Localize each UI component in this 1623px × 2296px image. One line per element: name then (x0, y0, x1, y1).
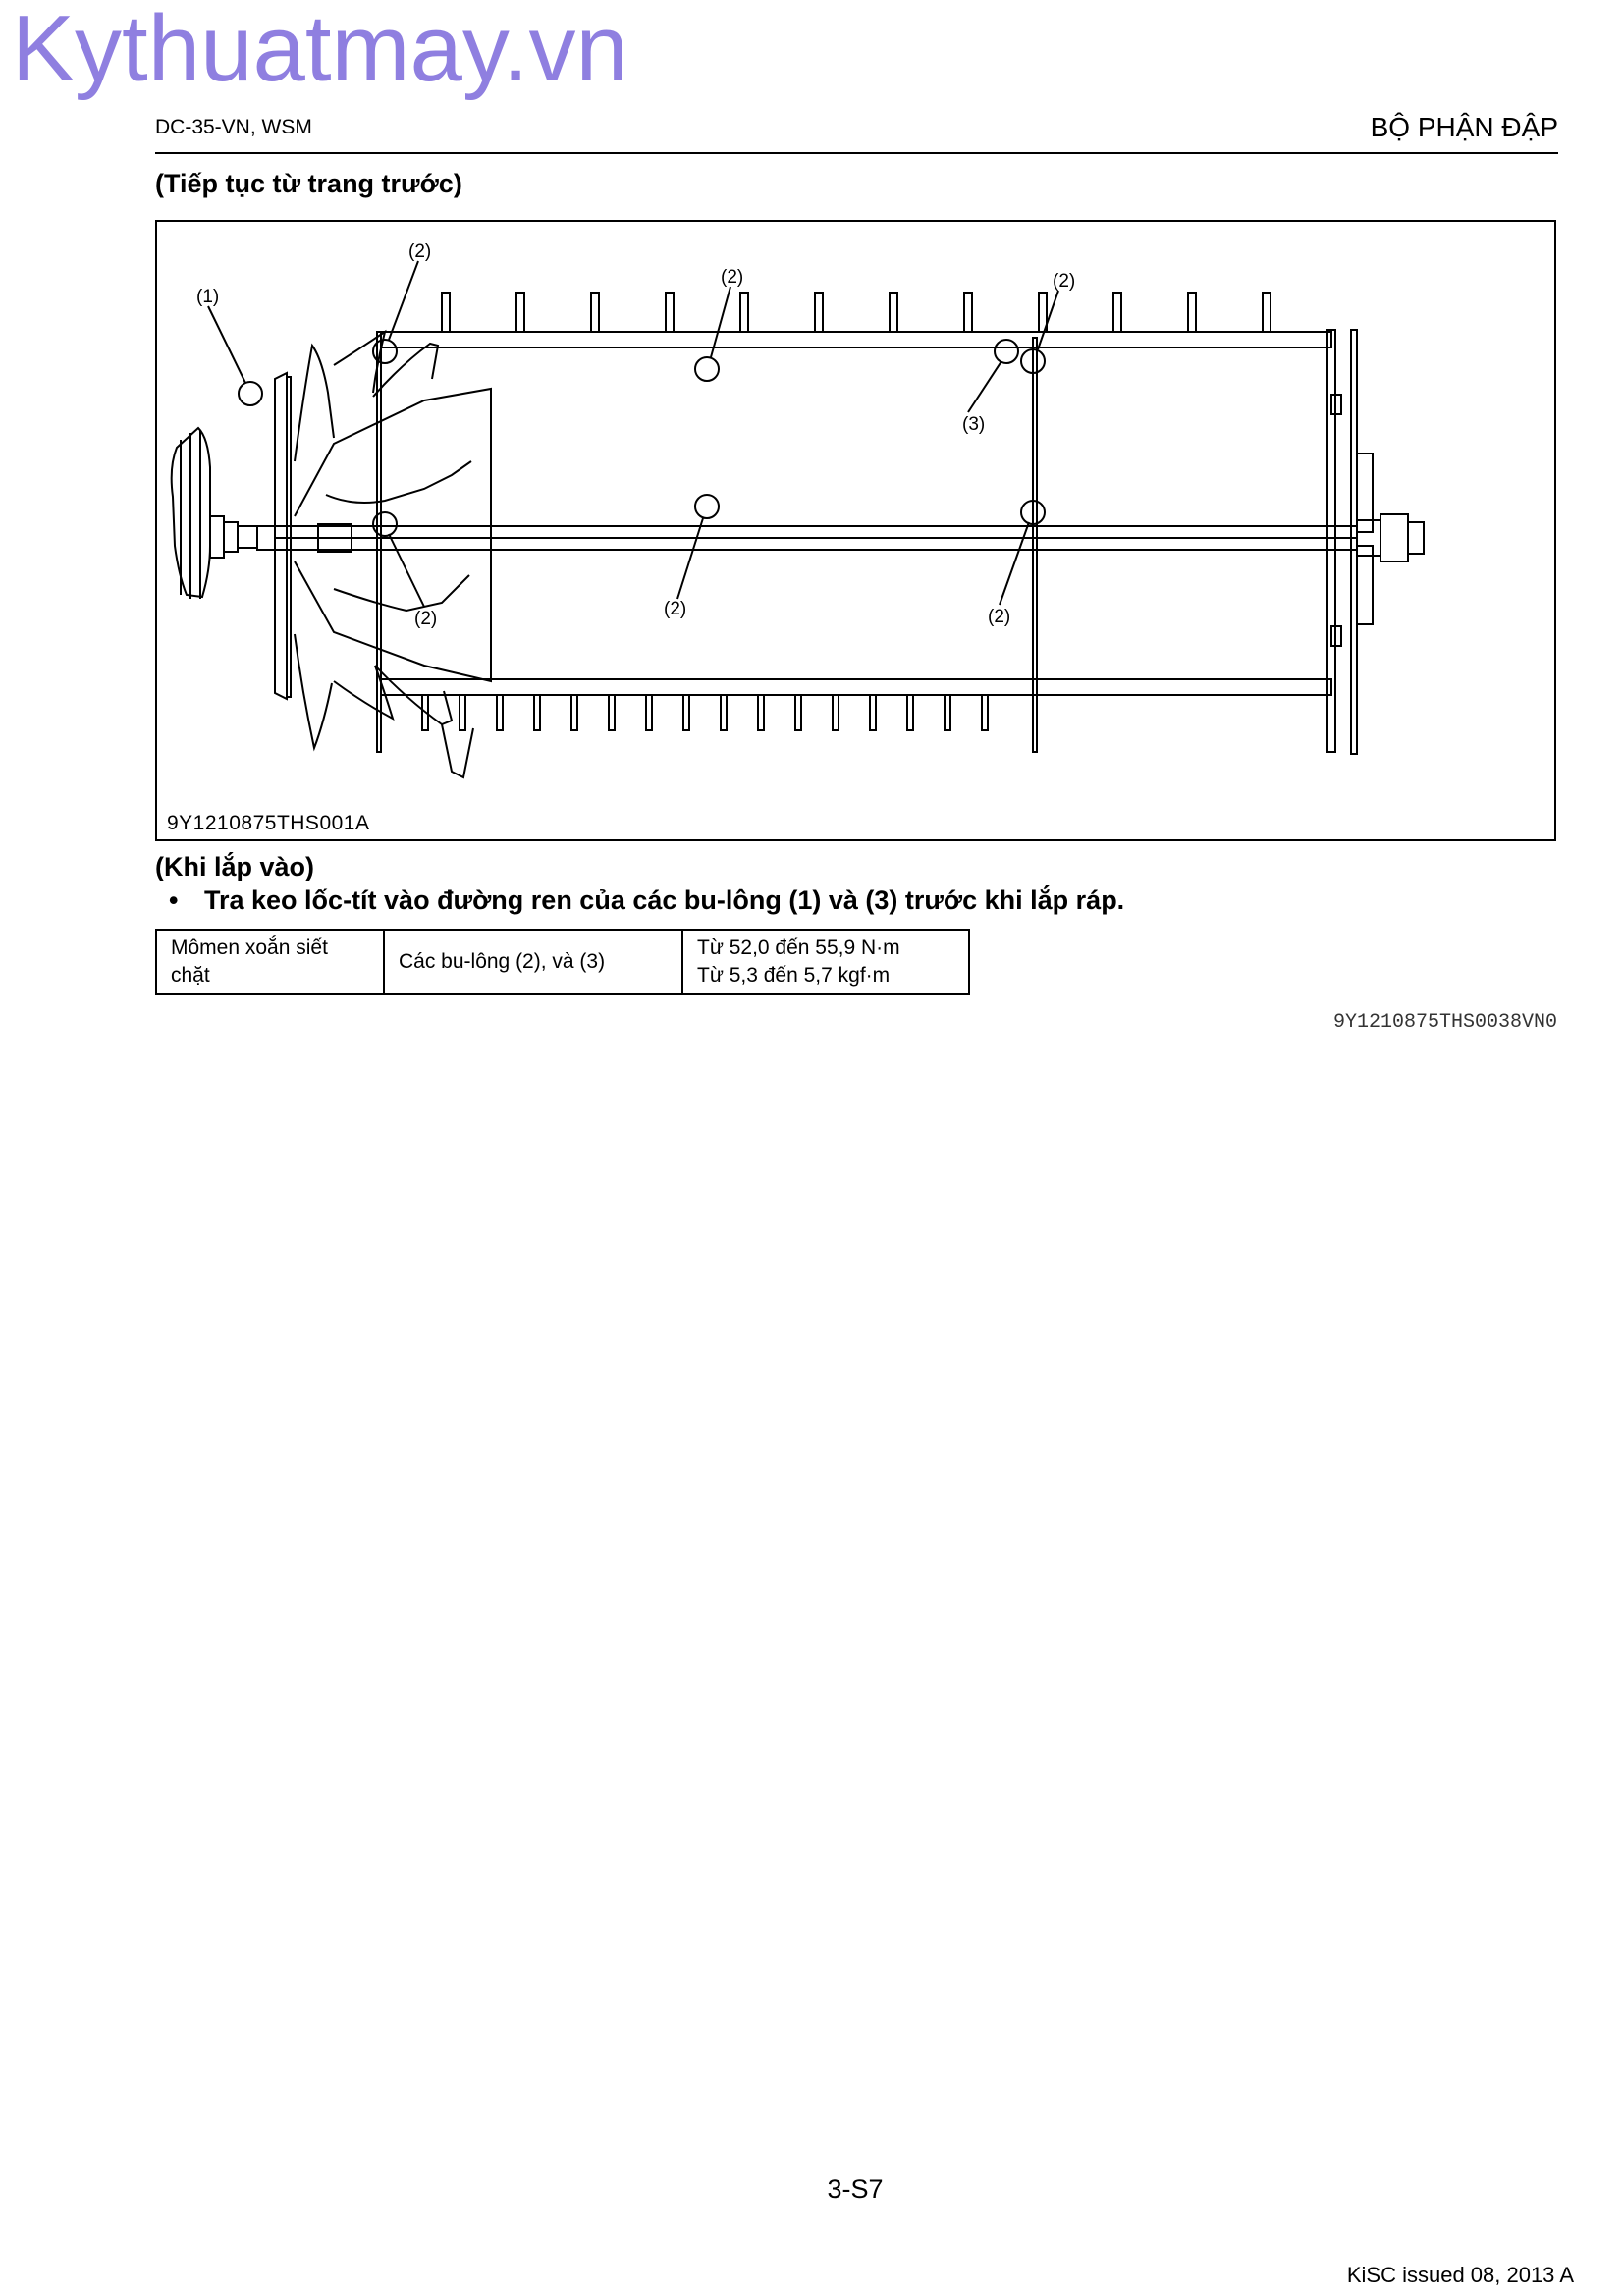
pulley (170, 426, 211, 599)
callout-3: (3) (962, 414, 985, 435)
torque-value-nm: Từ 52,0 đến 55,9 N·m (697, 936, 900, 959)
upper-tooth (814, 292, 824, 333)
lower-tooth (533, 694, 541, 731)
bolt-2-lower-mid (694, 494, 720, 519)
torque-bolts-cell: Các bu-lông (2), và (3) (383, 929, 683, 995)
callout-2-bottom-mid: (2) (664, 599, 686, 619)
header-section-title: BỘ PHẬN ĐẬP (1370, 112, 1558, 142)
installing-bullet: • Tra keo lốc-tít vào đường ren của các b… (169, 885, 1124, 916)
lower-tooth (682, 694, 690, 731)
impeller-blade-upper (294, 343, 335, 462)
installing-bullet-text: Tra keo lốc-tít vào đường ren của các bu… (204, 885, 1125, 915)
upper-tooth (1262, 292, 1271, 333)
threshing-drum-figure: (1) (2) (2) (2) (3) (2) (2) (2) 9Y121087… (155, 220, 1556, 841)
lower-tooth (944, 694, 951, 731)
bolt-2-lower-left (372, 511, 398, 537)
lower-tooth (832, 694, 839, 731)
lower-tooth (757, 694, 765, 731)
upper-tooth (515, 292, 525, 333)
header-model: DC-35-VN, WSM (155, 116, 312, 138)
upper-tooth (441, 292, 451, 333)
upper-tooth (739, 292, 749, 333)
upper-tooth (665, 292, 675, 333)
bolt-2-upper-mid (694, 356, 720, 382)
issued-note: KiSC issued 08, 2013 A (1346, 2263, 1574, 2287)
torque-table: Mômen xoắn siết chặt Các bu-lông (2), và… (155, 929, 970, 995)
upper-tooth (963, 292, 973, 333)
page-number: 3-S7 (827, 2174, 884, 2204)
lower-tooth (570, 694, 578, 731)
torque-label: Mômen xoắn siết chặt (171, 936, 328, 987)
bolt-2-lower-right (1020, 500, 1046, 525)
installing-heading: (Khi lắp vào) (155, 852, 315, 881)
lower-tooth (608, 694, 616, 731)
torque-value-cell: Từ 52,0 đến 55,9 N·m Từ 5,3 đến 5,7 kgf·… (681, 929, 970, 995)
lower-tooth (794, 694, 802, 731)
bolt-3 (994, 339, 1019, 364)
bolt-2-upper-left (372, 339, 398, 364)
upper-tooth (590, 292, 600, 333)
continued-note: (Tiếp tục từ trang trước) (155, 169, 462, 198)
bolt-2-upper-right (1020, 348, 1046, 374)
callout-2-top-left: (2) (408, 241, 431, 262)
upper-tooth (889, 292, 898, 333)
watermark: Kythuatmay.vn (12, 0, 628, 101)
upper-rail (380, 331, 1332, 348)
upper-tooth (1038, 292, 1048, 333)
lower-tooth (421, 694, 429, 731)
callout-2-bottom-right: (2) (988, 607, 1010, 627)
torque-bolts: Các bu-lông (2), và (3) (399, 950, 606, 973)
threshing-drum-drawing: (1) (2) (2) (2) (3) (2) (2) (2) (170, 241, 1425, 779)
upper-tooth (1112, 292, 1122, 333)
impeller-blade-lower (294, 633, 333, 752)
bolt-1 (238, 381, 263, 406)
lower-tooth (869, 694, 877, 731)
document-code: 9Y1210875THS0038VN0 (1332, 1011, 1557, 1034)
lower-tooth (459, 694, 466, 731)
figure-code: 9Y1210875THS001A (167, 812, 370, 834)
header-rule (155, 152, 1558, 154)
upper-tooth (1187, 292, 1197, 333)
lower-tooth (981, 694, 989, 731)
callout-1: (1) (196, 287, 219, 307)
lower-tooth (496, 694, 504, 731)
torque-value-kgfm: Từ 5,3 đến 5,7 kgf·m (697, 964, 891, 987)
table-row: Mômen xoắn siết chặt Các bu-lông (2), và… (155, 929, 970, 995)
callout-2-top-mid: (2) (721, 267, 743, 288)
torque-label-cell: Mômen xoắn siết chặt (155, 929, 385, 995)
lower-rail (380, 678, 1332, 696)
bullet-dot: • (169, 885, 179, 915)
callout-2-bottom-left: (2) (414, 609, 437, 629)
lower-tooth (906, 694, 914, 731)
callout-2-top-right: (2) (1053, 271, 1075, 292)
lower-tooth (645, 694, 653, 731)
lower-tooth (720, 694, 728, 731)
